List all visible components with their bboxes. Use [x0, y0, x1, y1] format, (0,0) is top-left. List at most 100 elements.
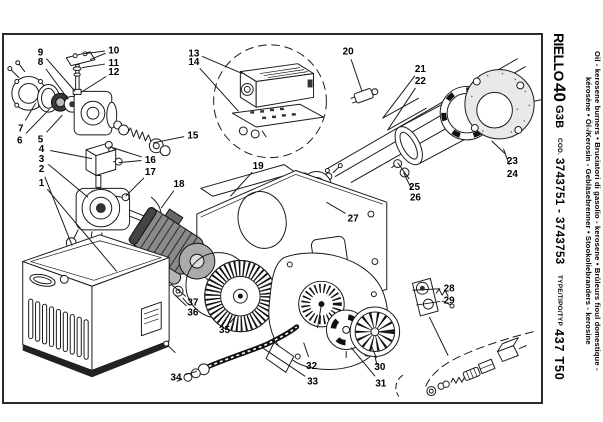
- cod-label: COD.: [556, 138, 563, 156]
- leader-line: [80, 75, 107, 93]
- part-number-label: 28: [444, 284, 455, 295]
- part-number-label: 27: [348, 213, 359, 224]
- fan-wheel: [185, 252, 277, 333]
- model-label: G3B: [553, 104, 565, 129]
- part-number-label: 26: [410, 193, 421, 204]
- leader-line: [153, 136, 185, 144]
- part-number-label: 21: [415, 64, 426, 75]
- leader-line: [125, 177, 145, 197]
- part-number-label: 29: [444, 296, 455, 307]
- leader-line: [170, 283, 187, 297]
- part-number-label: 4: [39, 144, 45, 155]
- product-description-line-2: kérosène • Öl-/Kerosin - Gebläsebrenner …: [584, 77, 593, 345]
- riello-40-logo: 40: [550, 82, 569, 102]
- leader-line: [50, 149, 93, 160]
- part-number-label: 35: [219, 325, 230, 336]
- leader-line: [491, 140, 507, 155]
- part-number-label: 19: [253, 161, 264, 172]
- part-number-label: 22: [415, 76, 426, 87]
- part-number-label: 32: [306, 361, 317, 372]
- part-number-label: 18: [174, 179, 185, 190]
- part-number-label: 23: [507, 156, 518, 167]
- leader-line: [46, 188, 118, 272]
- leader-line: [44, 176, 73, 246]
- part-number-label: 17: [145, 167, 156, 178]
- leader-line: [412, 288, 441, 291]
- exploded-diagram: 1234567891011121314151617181920212223242…: [7, 44, 541, 397]
- part-number-label: 13: [188, 48, 199, 59]
- connector-part: [350, 88, 379, 104]
- leader-line: [160, 190, 175, 209]
- leader-line: [46, 58, 76, 92]
- housing-box: [22, 234, 176, 378]
- leader-line: [229, 314, 237, 324]
- leader-line: [370, 344, 377, 359]
- type-value: 437 T50: [552, 328, 566, 381]
- part-number-label: 7: [18, 123, 24, 134]
- air-adjustment-group: [411, 277, 455, 356]
- leader-line: [24, 103, 37, 121]
- part-number-label: 30: [374, 362, 385, 373]
- leader-line: [230, 171, 253, 197]
- part-number-label: 3: [39, 154, 45, 165]
- leader-line: [416, 300, 441, 306]
- product-description: Oil - kerosene burners • Bruciatori di g…: [572, 0, 602, 422]
- part-number-label: 5: [38, 134, 44, 145]
- pump-coupling-group: [7, 51, 171, 157]
- part-number-label: 33: [307, 377, 318, 388]
- leader-line: [174, 294, 187, 307]
- leader-line: [83, 50, 105, 55]
- part-number-label: 14: [188, 57, 199, 68]
- part-number-label: 2: [39, 164, 45, 175]
- leader-line: [397, 162, 410, 180]
- leader-line: [387, 87, 416, 131]
- leader-line: [184, 370, 197, 376]
- leader-line: [48, 163, 89, 198]
- leader-line: [503, 148, 510, 166]
- oil-hose-group: [176, 324, 300, 382]
- part-number-label: 11: [109, 58, 120, 69]
- part-number-label: 34: [171, 373, 182, 384]
- leader-line: [109, 146, 142, 158]
- scroll-housing-group: [265, 252, 401, 373]
- leader-line: [403, 172, 413, 190]
- leader-line: [382, 75, 416, 119]
- type-label: TYPE/TIPO/TYP: [556, 274, 563, 326]
- part-number-label: 36: [187, 307, 198, 318]
- leader-line: [326, 201, 346, 214]
- nozzle-detail-callout: [395, 331, 534, 397]
- part-number-label: 6: [17, 135, 23, 146]
- part-number-label: 24: [507, 169, 518, 180]
- leader-line: [201, 55, 243, 75]
- part-number-label: 12: [108, 67, 119, 78]
- part-number-label: 8: [38, 57, 44, 68]
- part-number-label: 15: [187, 130, 198, 141]
- part-number-label: 25: [409, 182, 420, 193]
- brand-column: RIELLO40G3BCOD.3743751 - 3743753TYPE/TIP…: [545, 33, 573, 404]
- product-description-line-1: Oil - kerosene burners • Bruciatori di g…: [593, 51, 602, 371]
- part-number-label: 20: [343, 46, 354, 57]
- leader-line: [81, 63, 106, 69]
- part-number-label: 16: [145, 155, 156, 166]
- leader-line: [25, 108, 50, 134]
- vent-slots: [28, 298, 89, 360]
- part-number-label: 1: [39, 178, 45, 189]
- leader-line: [350, 59, 363, 92]
- blast-tube-group: [324, 58, 541, 183]
- part-number-label: 9: [38, 47, 44, 58]
- leader-line: [199, 67, 239, 112]
- leader-line: [303, 342, 310, 358]
- leader-line: [350, 347, 376, 377]
- riello-logo: RIELLO: [551, 33, 567, 81]
- leader-line: [261, 347, 306, 377]
- part-number-label: 37: [187, 298, 198, 309]
- leader-line: [46, 114, 63, 133]
- part-number-label: 10: [108, 45, 119, 56]
- leader-line: [89, 52, 106, 61]
- control-box-callout: [213, 44, 327, 159]
- part-number-label: 31: [375, 379, 386, 390]
- leader-line: [45, 68, 69, 100]
